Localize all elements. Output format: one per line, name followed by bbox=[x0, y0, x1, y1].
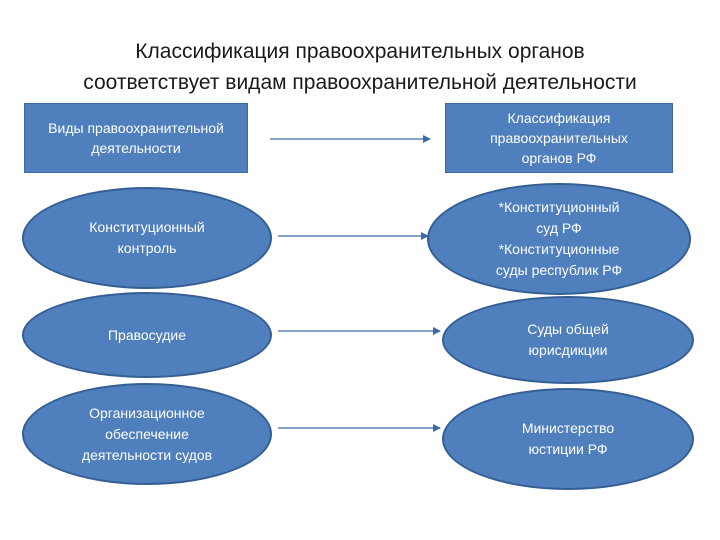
ellipse-label: Министерство юстиции РФ bbox=[521, 420, 615, 457]
ellipse-general-courts: Суды общей юрисдикции bbox=[442, 296, 694, 384]
ellipse-constitutional-courts: *Конституционный суд РФ *Конституционные… bbox=[427, 183, 691, 295]
right-header-box: Классификация правоохранительных органов… bbox=[445, 103, 673, 173]
ellipse-label: Организационное обеспечение деятельности… bbox=[81, 404, 213, 463]
slide-title: Классификация правоохранительных органов… bbox=[0, 36, 720, 98]
title-line-1: Классификация правоохранительных органов bbox=[135, 40, 585, 63]
ellipse-justice: Правосудие bbox=[22, 292, 272, 378]
left-header-box: Виды правоохранительной деятельности bbox=[24, 103, 248, 173]
ellipse-constitutional-control: Конституционный контроль bbox=[22, 187, 272, 289]
ellipse-ministry-of-justice: Министерство юстиции РФ bbox=[442, 388, 694, 490]
ellipse-label: Правосудие bbox=[107, 326, 186, 343]
ellipse-court-support: Организационное обеспечение деятельности… bbox=[22, 383, 272, 485]
ellipse-label: Суды общей юрисдикции bbox=[527, 321, 609, 358]
ellipse-label: Конституционный контроль bbox=[89, 219, 205, 256]
title-line-2: соответствует видам правоохранительной д… bbox=[83, 71, 637, 94]
right-header-label: Классификация правоохранительных органов… bbox=[490, 110, 628, 166]
ellipse-label: *Конституционный суд РФ *Конституционные… bbox=[495, 199, 623, 278]
left-header-label: Виды правоохранительной деятельности bbox=[48, 120, 224, 156]
